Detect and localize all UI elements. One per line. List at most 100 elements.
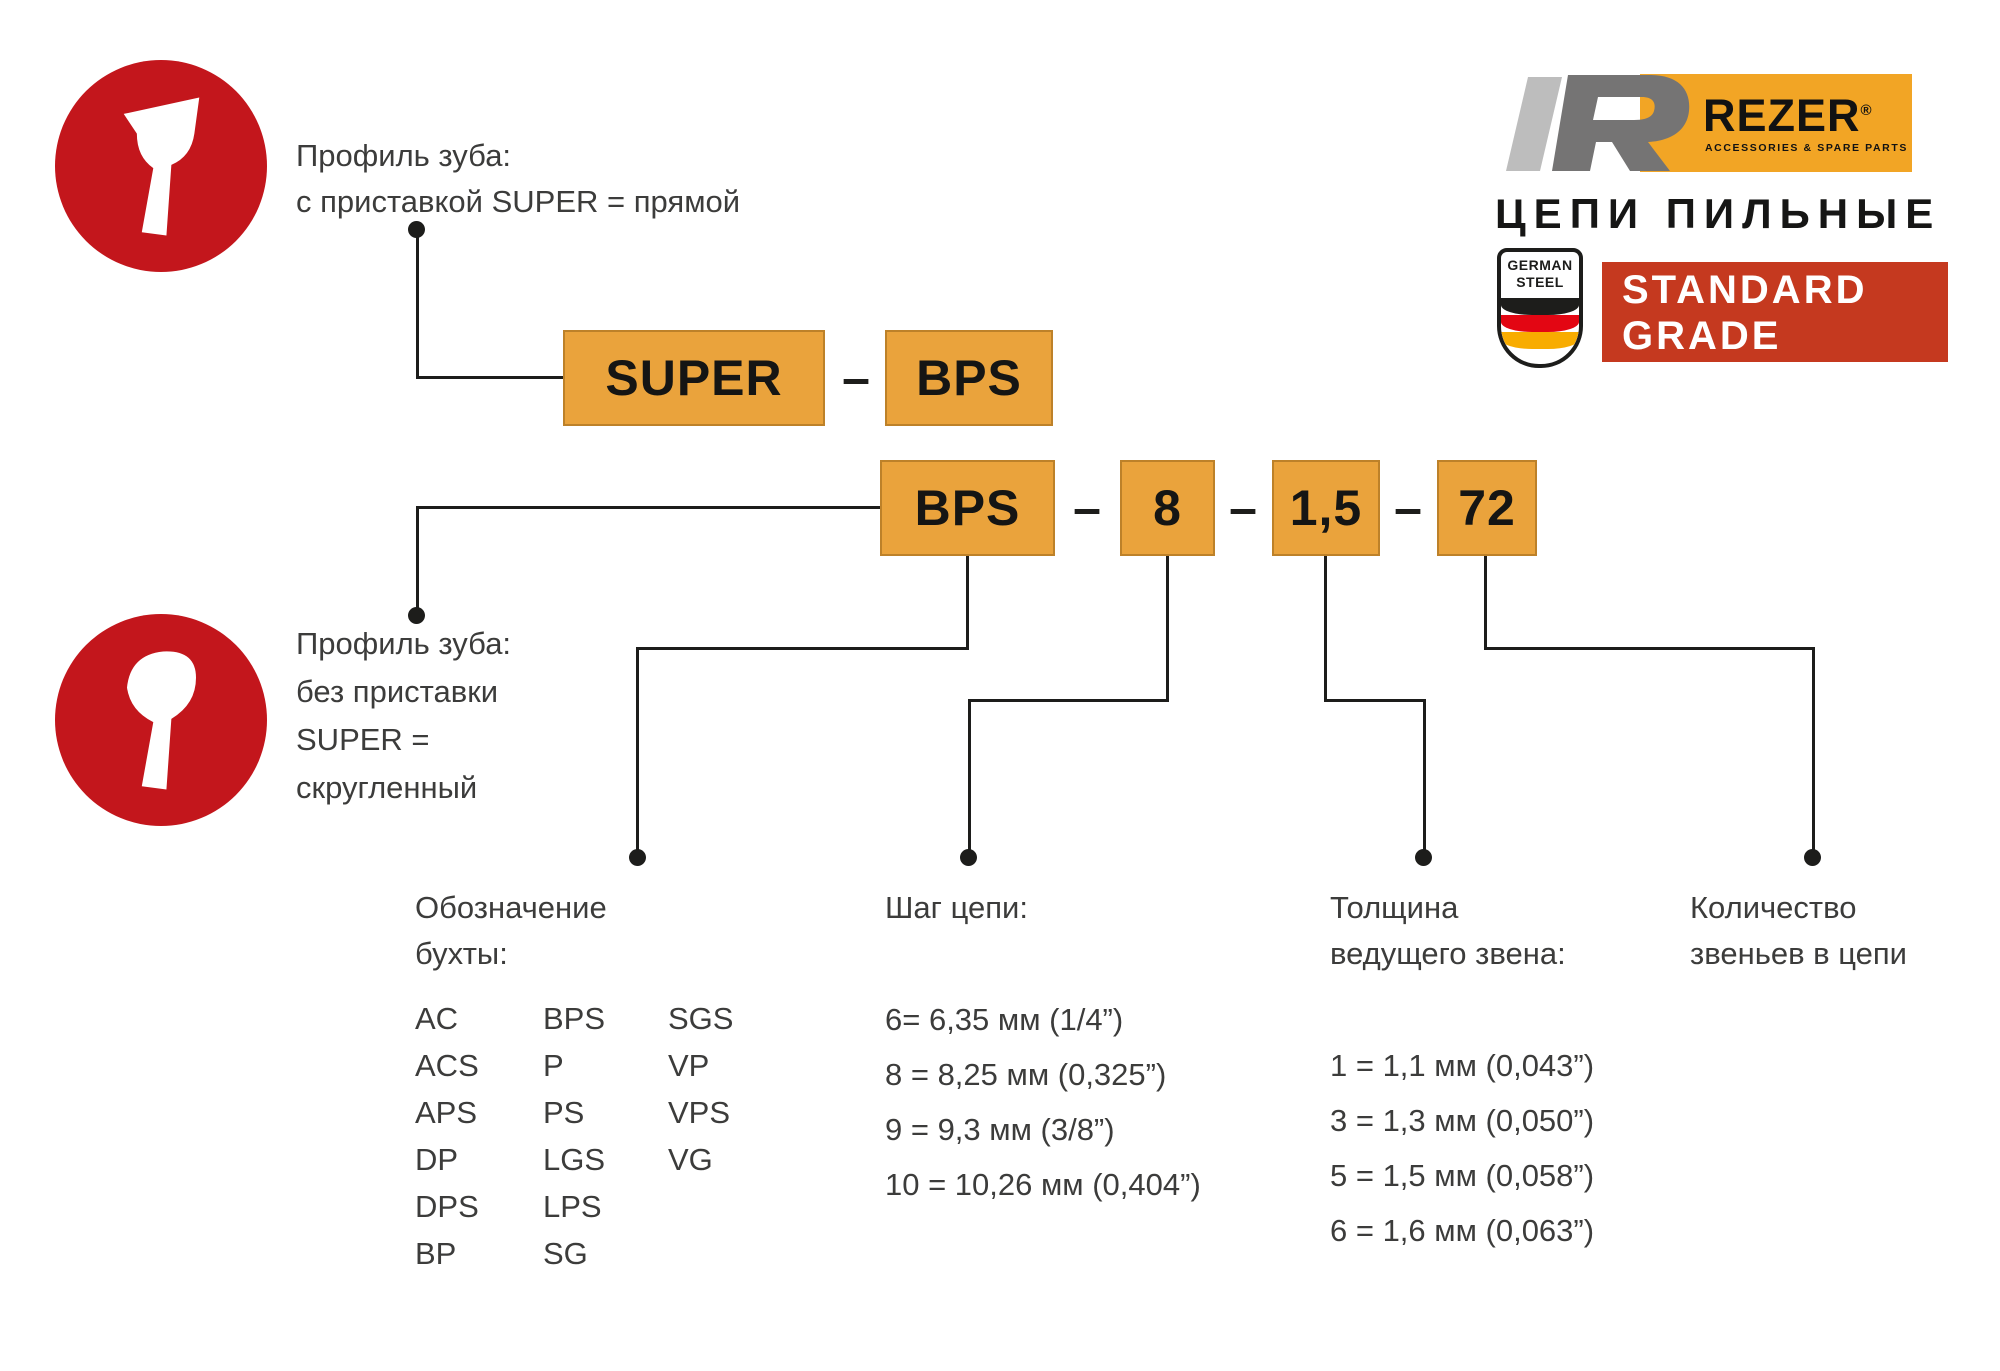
straight-tooth-icon [123, 97, 199, 235]
links-title: Количество звеньев в цепи [1690, 885, 1907, 977]
code-box-bps-label: BPS [914, 480, 1021, 536]
straight-profile-label-line2: с приставкой SUPER = прямой [296, 184, 741, 219]
links-title-line1: Количество [1690, 890, 1857, 925]
connector-line [1324, 699, 1426, 702]
connector-line [968, 699, 971, 859]
pitch-title: Шаг цепи: [885, 890, 1028, 925]
rounded-profile-badge [55, 614, 267, 826]
gauge-list: 1 = 1,1 мм (0,043”) 3 = 1,3 мм (0,050”) … [1330, 1038, 1594, 1258]
straight-profile-badge [55, 60, 267, 272]
rezer-r-icon [1506, 75, 1690, 171]
german-flag-icon [1501, 298, 1579, 349]
gauge-item: 3 = 1,3 мм (0,050”) [1330, 1103, 1595, 1138]
designation-item: DP [415, 1142, 459, 1177]
code-box-pitch-label: 8 [1153, 480, 1182, 536]
connector-dot [629, 849, 646, 866]
code-dash: – [1394, 480, 1422, 536]
designation-item: ACS [415, 1048, 479, 1083]
designation-item: LPS [543, 1189, 602, 1224]
designation-item: LGS [543, 1142, 606, 1177]
designation-item: VP [668, 1048, 710, 1083]
connector-line [966, 556, 969, 650]
code-box-links: 72 [1437, 460, 1537, 556]
designation-list-col1: AC ACS APS DP DPS BP [415, 995, 479, 1277]
pitch-item: 6= 6,35 мм (1/4”) [885, 1002, 1124, 1037]
rounded-tooth-icon [126, 650, 196, 789]
connector-line [416, 506, 419, 616]
rounded-profile-label-line1: Профиль зуба: [296, 626, 512, 661]
rezer-wordmark-text: REZER [1703, 90, 1861, 141]
rounded-profile-label-line4: скругленный [296, 770, 478, 805]
rezer-wordmark: REZER® [1703, 90, 1873, 142]
pitch-item: 9 = 9,3 мм (3/8”) [885, 1112, 1115, 1147]
connector-line [968, 699, 1169, 702]
pitch-list: 6= 6,35 мм (1/4”) 8 = 8,25 мм (0,325”) 9… [885, 992, 1201, 1212]
flag-stripe-gold [1501, 332, 1579, 349]
german-steel-line1: GERMAN [1507, 257, 1573, 273]
code-dash: – [1229, 480, 1257, 536]
gauge-title-line2: ведущего звена: [1330, 936, 1566, 971]
connector-dot [960, 849, 977, 866]
standard-grade-line1: STANDARD [1622, 268, 1868, 312]
gauge-title-line1: Толщина [1330, 890, 1459, 925]
code-dash: – [1073, 480, 1101, 536]
pitch-item: 8 = 8,25 мм (0,325”) [885, 1057, 1167, 1092]
code-box-bps-top-label: BPS [916, 350, 1022, 406]
rezer-tagline: ACCESSORIES & SPARE PARTS [1705, 142, 1908, 154]
designation-item: DPS [415, 1189, 479, 1224]
code-box-links-label: 72 [1458, 480, 1516, 536]
standard-grade-line2: GRADE [1622, 314, 1782, 358]
designation-item: VG [668, 1142, 713, 1177]
registered-mark: ® [1860, 102, 1873, 119]
flag-stripe-red [1501, 315, 1579, 332]
designation-item: SGS [668, 1001, 734, 1036]
designation-title: Обозначение бухты: [415, 885, 607, 977]
connector-line [636, 647, 969, 650]
rounded-profile-label-line3: SUPER = [296, 722, 430, 757]
pitch-item: 10 = 10,26 мм (0,404”) [885, 1167, 1201, 1202]
gauge-title: Толщина ведущего звена: [1330, 885, 1566, 977]
designation-item: BPS [543, 1001, 606, 1036]
connector-line [1324, 556, 1327, 702]
connector-line [416, 376, 566, 379]
product-title: ЦЕПИ ПИЛЬНЫЕ [1495, 190, 1942, 237]
designation-list-col2: BPS P PS LGS LPS SG [543, 995, 605, 1277]
rounded-profile-label-line2: без приставки [296, 674, 499, 709]
code-box-super: SUPER [563, 330, 825, 426]
connector-line [416, 506, 882, 509]
connector-line [1484, 647, 1815, 650]
links-title-line2: звеньев в цепи [1690, 936, 1907, 971]
designation-item: AC [415, 1001, 459, 1036]
code-box-bps: BPS [880, 460, 1055, 556]
gauge-item: 1 = 1,1 мм (0,043”) [1330, 1048, 1595, 1083]
straight-profile-label-line1: Профиль зуба: [296, 138, 512, 173]
connector-line [416, 229, 419, 379]
designation-item: P [543, 1048, 564, 1083]
code-box-pitch: 8 [1120, 460, 1215, 556]
designation-title-line1: Обозначение [415, 890, 607, 925]
german-steel-line2: STEEL [1516, 274, 1564, 290]
gauge-item: 6 = 1,6 мм (0,063”) [1330, 1213, 1595, 1248]
straight-profile-label: Профиль зуба: с приставкой SUPER = прямо… [296, 133, 740, 225]
code-box-bps-top: BPS [885, 330, 1053, 426]
code-box-gauge-label: 1,5 [1289, 480, 1363, 536]
code-box-super-label: SUPER [605, 350, 783, 406]
designation-item: SG [543, 1236, 588, 1271]
code-dash: – [842, 350, 870, 406]
designation-title-line2: бухты: [415, 936, 508, 971]
connector-dot [1804, 849, 1821, 866]
flag-stripe-black [1501, 298, 1579, 315]
connector-line [1423, 699, 1426, 859]
connector-line [636, 647, 639, 859]
designation-item: VPS [668, 1095, 731, 1130]
designation-item: PS [543, 1095, 585, 1130]
connector-line [1484, 556, 1487, 650]
standard-grade-badge: STANDARD GRADE [1602, 262, 1948, 362]
connector-line [1166, 556, 1169, 702]
designation-list-col3: SGS VP VPS VG [668, 995, 733, 1183]
rounded-profile-label: Профиль зуба: без приставки SUPER = скру… [296, 620, 511, 812]
connector-line [1812, 647, 1815, 859]
connector-dot [408, 607, 425, 624]
gauge-item: 5 = 1,5 мм (0,058”) [1330, 1158, 1595, 1193]
